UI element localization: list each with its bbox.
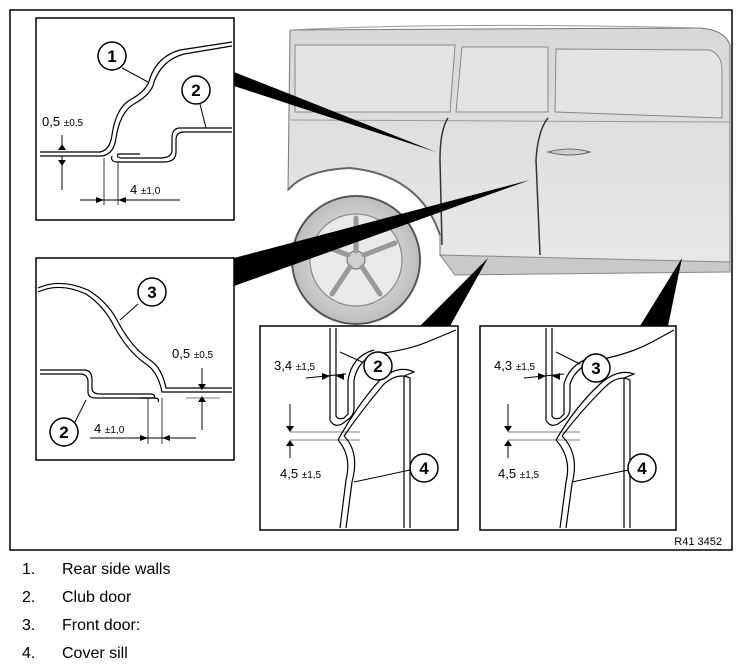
dimension-label-8: 4,5 ±1,5 xyxy=(498,466,540,481)
legend-number: 3. xyxy=(22,617,36,634)
callout-3b: 3 xyxy=(591,359,600,378)
detail-panel-1: 0,5 ±0,5 4 ±1,0 1 2 xyxy=(35,17,235,221)
callout-2c: 2 xyxy=(373,357,382,376)
dimension-label-2: 4 ±1,0 xyxy=(130,182,161,197)
callout-2b: 2 xyxy=(59,423,68,442)
dimension-label-1: 0,5 ±0,5 xyxy=(42,114,84,129)
legend-list: 1. Rear side walls 2. Club door 3. Front do… xyxy=(22,556,170,668)
legend-item: 3. Front door: xyxy=(22,612,170,640)
legend-number: 1. xyxy=(22,561,36,578)
dimension-label-7: 4,3 ±1,5 xyxy=(494,358,536,373)
dimension-label-6: 4,5 ±1,5 xyxy=(280,466,322,481)
legend-item: 1. Rear side walls xyxy=(22,556,170,584)
legend-text: Rear side walls xyxy=(62,561,171,578)
figure-reference: R41 3452 xyxy=(674,536,722,548)
legend-text: Club door xyxy=(62,589,132,606)
technical-diagram: 0,5 ±0,5 4 ±1,0 1 2 0,5 ±0,5 4 ±1,0 3 xyxy=(9,9,733,551)
detail-panel-3: 3,4 ±1,5 4,5 ±1,5 2 4 xyxy=(259,325,459,531)
callout-4a: 4 xyxy=(419,459,429,478)
callout-3a: 3 xyxy=(147,283,156,302)
leader-wedges xyxy=(234,72,682,326)
detail-panel-4: 4,3 ±1,5 4,5 ±1,5 3 4 xyxy=(479,325,677,531)
legend-text: Cover sill xyxy=(62,645,128,662)
callout-1: 1 xyxy=(107,47,116,66)
callout-4b: 4 xyxy=(637,459,647,478)
legend-number: 4. xyxy=(22,645,36,662)
dimension-label-5: 3,4 ±1,5 xyxy=(274,358,316,373)
dimension-label-3: 0,5 ±0,5 xyxy=(172,346,214,361)
dimension-label-4: 4 ±1,0 xyxy=(94,421,125,436)
legend-item: 2. Club door xyxy=(22,584,170,612)
car-illustration xyxy=(287,24,731,325)
legend-item: 4. Cover sill xyxy=(22,640,170,668)
callout-2a: 2 xyxy=(191,81,200,100)
detail-panel-2: 0,5 ±0,5 4 ±1,0 3 2 xyxy=(35,257,235,461)
legend-text: Front door: xyxy=(62,617,141,634)
legend-number: 2. xyxy=(22,589,36,606)
